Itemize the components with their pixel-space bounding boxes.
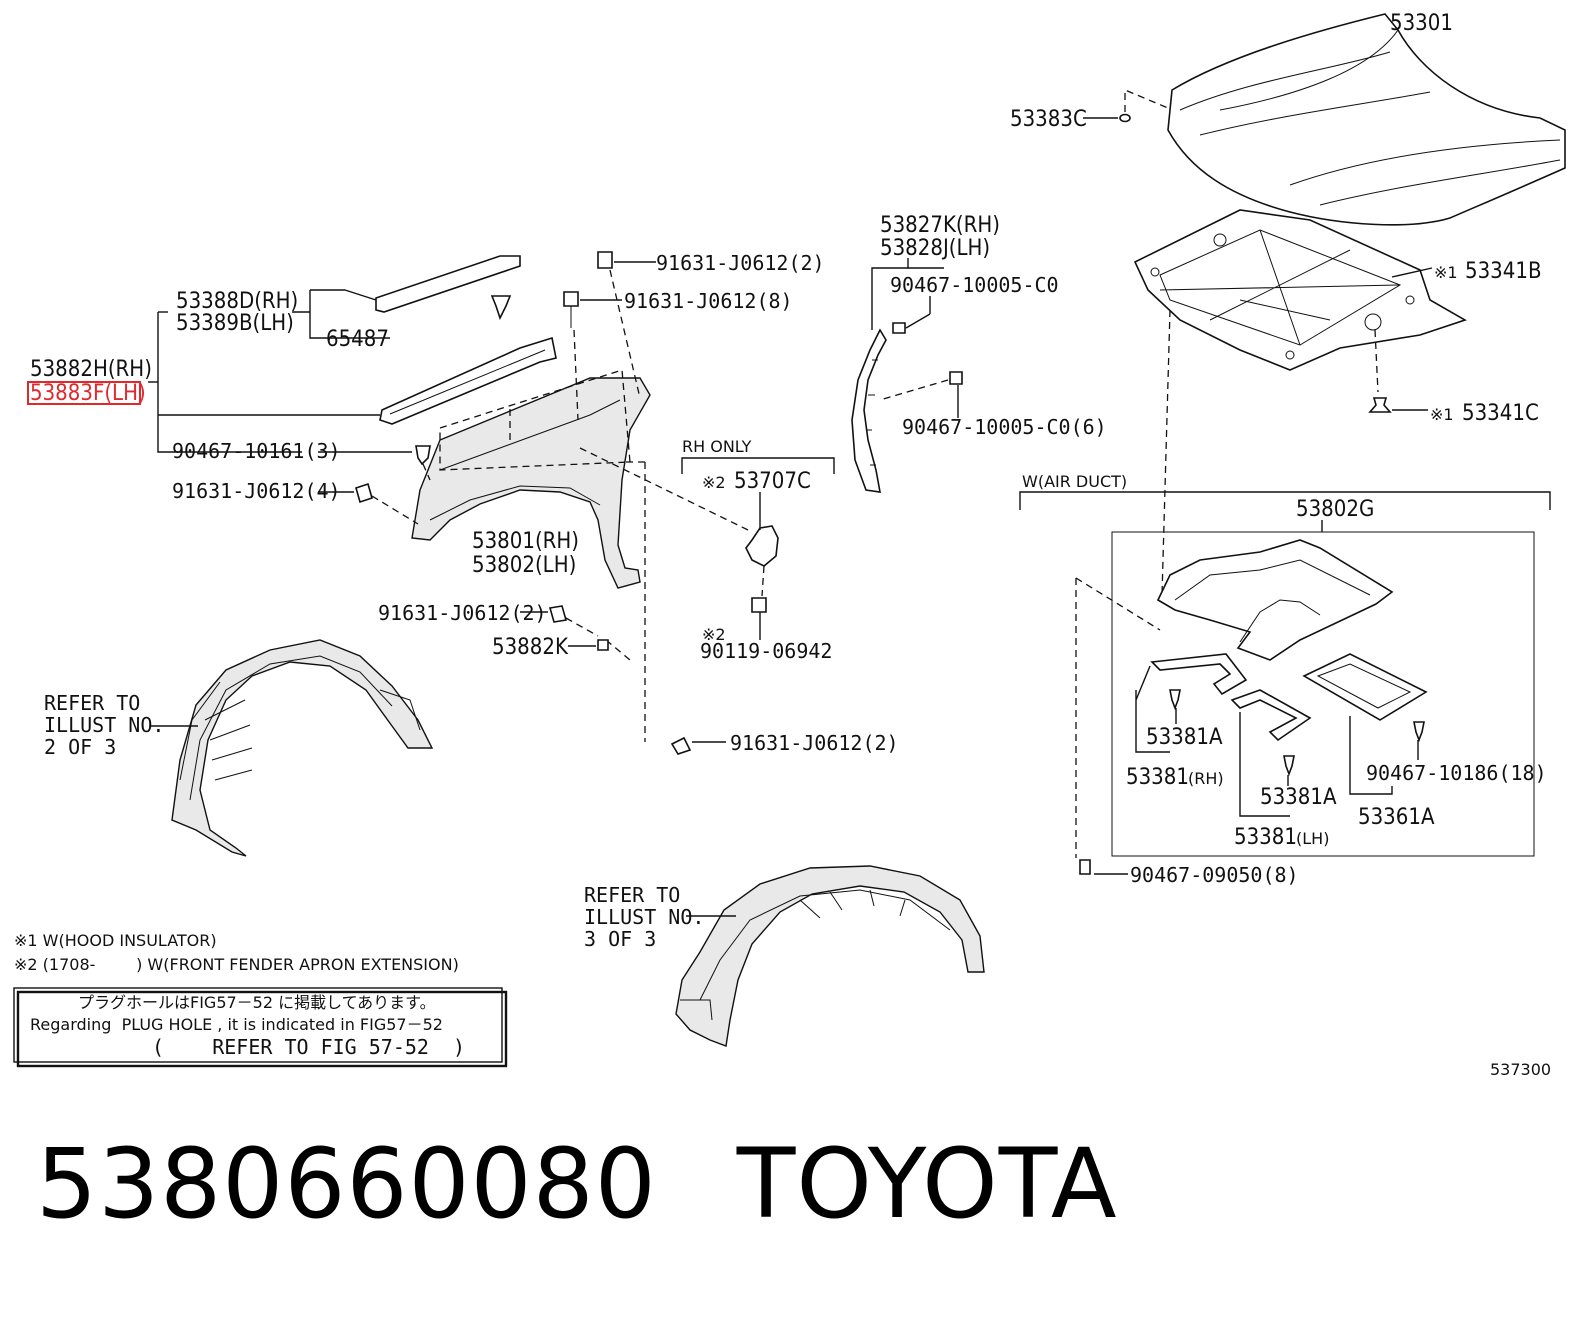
label-rh-only: RH ONLY [682, 437, 752, 456]
label-fender-rh[interactable]: 53801(RH) [472, 529, 579, 554]
refer2-line3[interactable]: 2 OF 3 [44, 735, 116, 759]
label-duct-lh-tag: (LH) [1296, 829, 1329, 848]
label-air-duct-group: W(AIR DUCT) [1022, 472, 1127, 491]
label-bolt-bottom[interactable]: 91631-J0612(2) [730, 731, 899, 755]
wheel-liner-left [150, 639, 434, 857]
label-duct-clip-e[interactable]: 90467-09050(8) [1130, 863, 1299, 887]
label-upper-rh[interactable]: 53388D(RH) [176, 289, 298, 314]
label-clip-a[interactable]: 90467-10005-C0 [890, 273, 1059, 297]
box-line-en: Regarding PLUG HOLE , it is indicated in… [30, 1015, 443, 1034]
label-upper-lh[interactable]: 53389B(LH) [176, 311, 294, 336]
refer3-line2[interactable]: ILLUST NO. [584, 905, 704, 929]
plug-hole-note-box: プラグホールはFIG57－52 に掲載してあります。 Regarding PLU… [13, 987, 508, 1068]
label-insulator-clip[interactable]: 53341C [1462, 401, 1539, 426]
mark-ext: ※2 [702, 473, 726, 492]
refer2-line1[interactable]: REFER TO [44, 691, 140, 715]
label-bracket[interactable]: 53882K [492, 635, 569, 660]
label-duct-rh-tag: (RH) [1188, 769, 1224, 788]
label-duct-clip-d[interactable]: 90467-10186(18) [1366, 761, 1547, 785]
box-line-jp: プラグホールはFIG57－52 に掲載してあります。 [78, 993, 436, 1012]
label-duct-clip-a1[interactable]: 53381A [1146, 725, 1223, 750]
footer-part-number: 5380660080 [36, 1128, 657, 1240]
footer-brand: TOYOTA [736, 1128, 1118, 1240]
label-clip-65487[interactable]: 65487 [326, 327, 389, 352]
refer3-line1[interactable]: REFER TO [584, 883, 680, 907]
label-duct-clip-a2[interactable]: 53381A [1260, 785, 1337, 810]
label-hood[interactable]: 53301 [1390, 11, 1453, 36]
seal-drawing [851, 258, 963, 493]
note-1: ※1 W(HOOD INSULATOR) [14, 931, 217, 950]
label-seal-upper-rh[interactable]: 53882H(RH) [30, 357, 152, 382]
label-seal-upper-lh[interactable]: 53883F(LH) [30, 381, 146, 406]
highlight-box [27, 381, 141, 405]
hood-insulator-drawing [1133, 209, 1467, 596]
label-ext-part[interactable]: 53707C [734, 469, 811, 494]
refer3-line3[interactable]: 3 OF 3 [584, 927, 656, 951]
label-screw-part[interactable]: 90119-06942 [700, 639, 832, 663]
fender-upper-drawing [148, 251, 749, 755]
label-fender-lh[interactable]: 53802(LH) [472, 553, 576, 578]
label-clip-b[interactable]: 90467-10005-C0(6) [902, 415, 1107, 439]
label-duct-seal-361[interactable]: 53361A [1358, 805, 1435, 830]
label-duct-seal-rh[interactable]: 53381 [1126, 765, 1189, 790]
hood-cushion-drawing [1083, 89, 1169, 123]
footer-title: 5380660080 TOYOTA [36, 1128, 1198, 1240]
mark-insulator-1: ※1 [1434, 263, 1458, 282]
label-bolt-mid[interactable]: 91631-J0612(2) [378, 601, 547, 625]
rh-only-drawing [681, 457, 835, 640]
label-hood-cushion[interactable]: 53383C [1010, 107, 1087, 132]
refer2-line2[interactable]: ILLUST NO. [44, 713, 164, 737]
note-2: ※2 (1708- ) W(FRONT FENDER APRON EXTENSI… [14, 955, 459, 974]
label-clip-c[interactable]: 90467-10161(3) [172, 439, 341, 463]
label-bolt-top[interactable]: 91631-J0612(2) [656, 251, 825, 275]
mark-insulator-2: ※1 [1430, 405, 1454, 424]
label-bolt-left[interactable]: 91631-J0612(4) [172, 479, 341, 503]
label-layer: 53301 53383C ※1 53341B ※1 53341C 53827K(… [14, 11, 1551, 1079]
box-line-ref[interactable]: ( REFER TO FIG 57-52 ) [152, 1035, 465, 1059]
label-seal-rh[interactable]: 53827K(RH) [880, 213, 1000, 238]
label-duct[interactable]: 53802G [1296, 497, 1374, 522]
mark-screw: ※2 [702, 625, 726, 644]
air-duct-drawing [1019, 491, 1551, 875]
diagram-code: 537300 [1490, 1060, 1551, 1079]
label-bolt-second[interactable]: 91631-J0612(8) [624, 289, 793, 313]
label-duct-seal-lh[interactable]: 53381 [1234, 825, 1297, 850]
label-hood-insulator[interactable]: 53341B [1465, 259, 1542, 284]
wheel-liner-right [675, 865, 985, 1047]
label-seal-lh[interactable]: 53828J(LH) [880, 236, 990, 261]
hood-drawing [1167, 13, 1566, 226]
